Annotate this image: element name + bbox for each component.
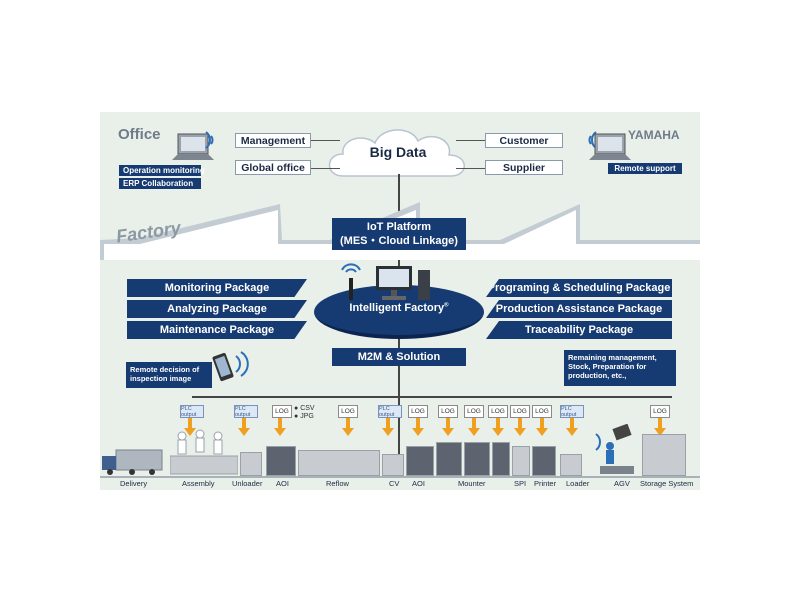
arrow-icon [566,418,578,436]
mounter-machine [464,442,490,476]
reflow-machine [298,450,380,476]
remote-support-tag: Remote support [608,163,682,174]
global-office-box: Global office [235,160,311,175]
station-label: AOI [412,479,425,488]
station-label: Delivery [120,479,148,488]
station-label: Assembly [182,479,215,488]
loader-machine [560,454,582,476]
remote-decision-note: Remote decision of inspection image [126,362,212,388]
customer-box: Customer [485,133,563,148]
connector-line [310,168,340,169]
intelligent-factory-hub [314,285,484,339]
diagram-frame: Big Data Management Global office Custom… [100,112,700,490]
data-arrows [184,418,666,436]
wifi-icon [341,263,361,300]
station-label: Mounter [458,479,486,488]
log-box: LOG [464,405,484,418]
station-label: Reflow [326,479,349,488]
spi-machine [512,446,530,476]
log-box: LOG [488,405,508,418]
aoi-machine [406,446,434,476]
arrow-icon [238,418,250,436]
station-label: Unloader [232,479,263,488]
arrow-icon [536,418,548,436]
arrow-icon [492,418,504,436]
smartphone-icon [212,351,249,382]
arrow-icon [468,418,480,436]
operation-monitoring-tag: Operation monitoring [119,165,205,176]
log-box: LOG [338,405,358,418]
mounter-machine [436,442,462,476]
station-label: Storage System [640,479,694,488]
cv-machine [382,454,404,476]
laptop-icon [172,133,214,160]
worker-icon [170,429,238,475]
plc-output-box: PLC output [180,405,204,418]
arrow-icon [514,418,526,436]
log-box: LOG [408,405,428,418]
office-label: Office [118,126,161,143]
m2m-solution-box: M2M & Solution [332,348,466,366]
truck-icon [102,449,163,475]
production-assistance-package: Production Assistance Package [486,300,672,318]
log-box: LOG [532,405,552,418]
programing-scheduling-package: Programing & Scheduling Package [486,279,672,297]
arrow-icon [654,418,666,436]
iot-platform-subtitle: (MES・Cloud Linkage) [340,235,458,247]
management-box: Management [235,133,311,148]
station-label: AGV [614,479,630,488]
station-label: Printer [534,479,557,488]
plc-output-box: PLC output [560,405,584,418]
wifi-icon [205,131,214,149]
monitoring-package: Monitoring Package [127,279,307,297]
arrow-icon [442,418,454,436]
arrow-icon [184,418,196,436]
arrow-icon [342,418,354,436]
hub-label-wrap: Intelligent Factory® [314,302,484,314]
unloader-machine [240,452,262,476]
plc-output-box: PLC output [378,405,402,418]
maintenance-package: Maintenance Package [127,321,307,339]
connector-line [456,168,486,169]
station-label: Loader [566,479,590,488]
connector-line [310,140,340,141]
iot-platform-box: IoT Platform (MES・Cloud Linkage) [332,218,466,250]
log-box: LOG [650,405,670,418]
agv-robot-icon [595,424,634,474]
log-box: LOG [510,405,530,418]
floor-line [100,476,700,478]
laptop-icon [589,133,631,160]
bus-line [192,396,672,398]
arrow-icon [412,418,424,436]
file-format-legend: ● CSV ● JPG [294,405,315,420]
cloud-icon [328,129,465,177]
traceability-package: Traceability Package [486,321,672,339]
iot-platform-title: IoT Platform [366,221,432,233]
arrow-icon [274,418,286,436]
station-label: SPI [514,479,527,488]
desktop-computer-icon [376,266,430,300]
printer-machine [532,446,556,476]
log-box: LOG [438,405,458,418]
csv-label: CSV [300,405,315,412]
analyzing-package: Analyzing Package [127,300,307,318]
mounter-machine [492,442,510,476]
arrow-icon [382,418,394,436]
jpg-label: JPG [300,413,314,420]
hub-mark: ® [444,302,449,309]
hub-label: Intelligent Factory [349,302,445,314]
log-box: LOG [272,405,292,418]
station-label: AOI [276,479,289,488]
yamaha-label: YAMAHA [628,128,680,142]
erp-collaboration-tag: ERP Collaboration [119,178,201,189]
aoi-machine [266,446,296,476]
cloud-label: Big Data [369,144,427,160]
storage-system [642,434,686,476]
supplier-box: Supplier [485,160,563,175]
connector-line [456,140,486,141]
station-label: CV [389,479,400,488]
remaining-management-note: Remaining management, Stock, Preparation… [564,350,676,386]
plc-output-box: PLC output [234,405,258,418]
